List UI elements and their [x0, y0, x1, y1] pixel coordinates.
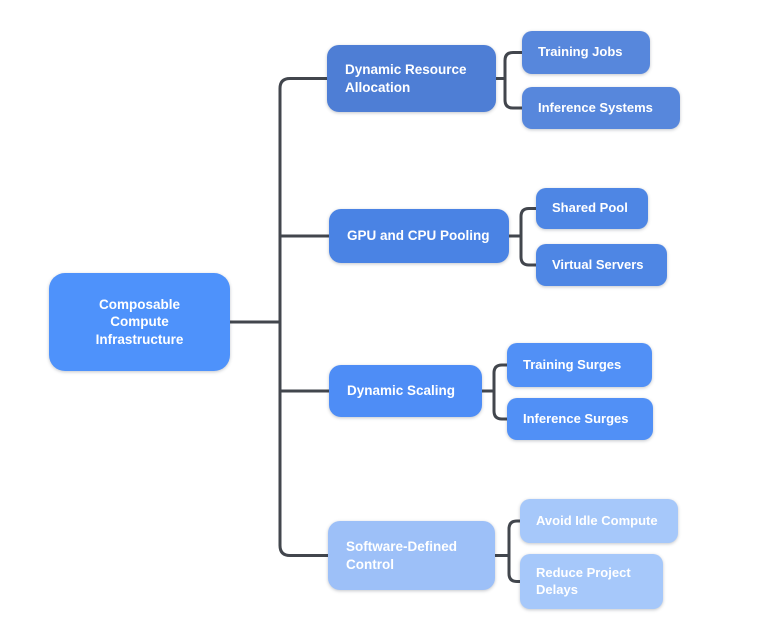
connector-branch-3-bracket	[492, 363, 507, 421]
node-training-jobs[interactable]: Training Jobs	[522, 31, 650, 74]
node-inference-surges[interactable]: Inference Surges	[507, 398, 653, 440]
node-reduce-project-delays[interactable]: Reduce Project Delays	[520, 554, 663, 609]
node-gpu-and-cpu-pooling[interactable]: GPU and CPU Pooling	[329, 209, 509, 263]
node-dynamic-resource-allocation[interactable]: Dynamic Resource Allocation	[327, 45, 496, 112]
node-dynamic-scaling[interactable]: Dynamic Scaling	[329, 365, 482, 417]
connector-trunk-to-branch-1	[278, 77, 327, 322]
node-software-defined-control[interactable]: Software-Defined Control	[328, 521, 495, 590]
node-composable-compute-infrastructure[interactable]: Composable Compute Infrastructure	[49, 273, 230, 371]
node-training-surges[interactable]: Training Surges	[507, 343, 652, 387]
connector-trunk-to-branch-4	[278, 322, 328, 557]
node-virtual-servers[interactable]: Virtual Servers	[536, 244, 667, 286]
node-shared-pool[interactable]: Shared Pool	[536, 188, 648, 229]
connector-branch-4-bracket	[507, 519, 520, 583]
connector-branch-2-bracket	[519, 207, 536, 267]
node-inference-systems[interactable]: Inference Systems	[522, 87, 680, 129]
connector-branch-1-bracket	[503, 51, 522, 110]
node-avoid-idle-compute[interactable]: Avoid Idle Compute	[520, 499, 678, 543]
